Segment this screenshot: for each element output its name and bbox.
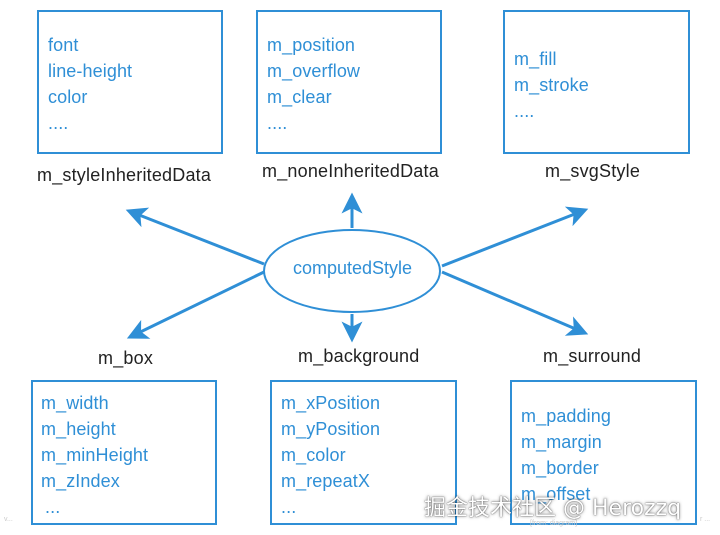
field-item: line-height — [48, 61, 133, 81]
arrow-to-surround — [441, 270, 589, 336]
field-item: m_position — [267, 35, 356, 55]
faint-mark-left: v... — [4, 516, 13, 523]
background-box: m_xPosition m_yPosition m_color m_repeat… — [270, 380, 457, 525]
field-item: m_repeatX — [281, 471, 370, 491]
field-item: m_padding — [521, 406, 611, 426]
field-item: m_yPosition — [281, 419, 381, 439]
field-item: m_zIndex — [41, 471, 120, 491]
box-label-surround: m_surround — [543, 346, 642, 366]
field-item: m_margin — [521, 432, 602, 452]
field-item: m_offset — [521, 484, 591, 504]
field-item: m_overflow — [267, 61, 361, 81]
surround-box: m_padding m_margin m_border m_offset — [510, 380, 697, 525]
field-item: m_border — [521, 458, 599, 478]
field-item: m_height — [41, 419, 116, 439]
field-item: m_width — [41, 393, 109, 413]
box-label-style-inherited: m_styleInheritedData — [37, 165, 212, 185]
box-label-box: m_box — [98, 348, 154, 368]
arrow-to-svg-style — [441, 206, 589, 268]
box-label-svg-style: m_svgStyle — [545, 161, 641, 181]
field-item: color — [48, 87, 88, 107]
style-inherited-box: font line-height color .... — [37, 10, 223, 154]
field-item: m_clear — [267, 87, 332, 107]
none-inherited-box: m_position m_overflow m_clear .... — [256, 10, 442, 154]
center-ellipse — [263, 229, 441, 313]
box-label-background: m_background — [298, 346, 420, 366]
faint-mark-right: r ... — [700, 516, 711, 523]
field-item: m_fill — [514, 49, 557, 69]
center-label: computedStyle — [292, 258, 413, 278]
field-item: ... — [45, 497, 61, 517]
field-item: font — [48, 35, 79, 55]
box-box: m_width m_height m_minHeight m_zIndex ..… — [31, 380, 217, 525]
field-item: m_minHeight — [41, 445, 149, 465]
field-item: m_xPosition — [281, 393, 381, 413]
field-item: .... — [48, 113, 69, 133]
arrow-to-style-inherited — [125, 207, 265, 266]
arrow-to-box — [126, 270, 265, 339]
field-item: .... — [267, 113, 288, 133]
watermark-text: 掘金技术社区 @ Herozzq — [424, 496, 682, 521]
field-item: m_color — [281, 445, 346, 465]
field-item: m_stroke — [514, 75, 589, 95]
faint-mark-bottom: [from: diagram] — [530, 520, 578, 527]
svg-style-box: m_fill m_stroke .... — [503, 10, 690, 154]
field-item: .... — [514, 101, 535, 121]
field-item: ... — [281, 497, 297, 517]
box-label-none-inherited: m_noneInheritedData — [262, 161, 439, 181]
